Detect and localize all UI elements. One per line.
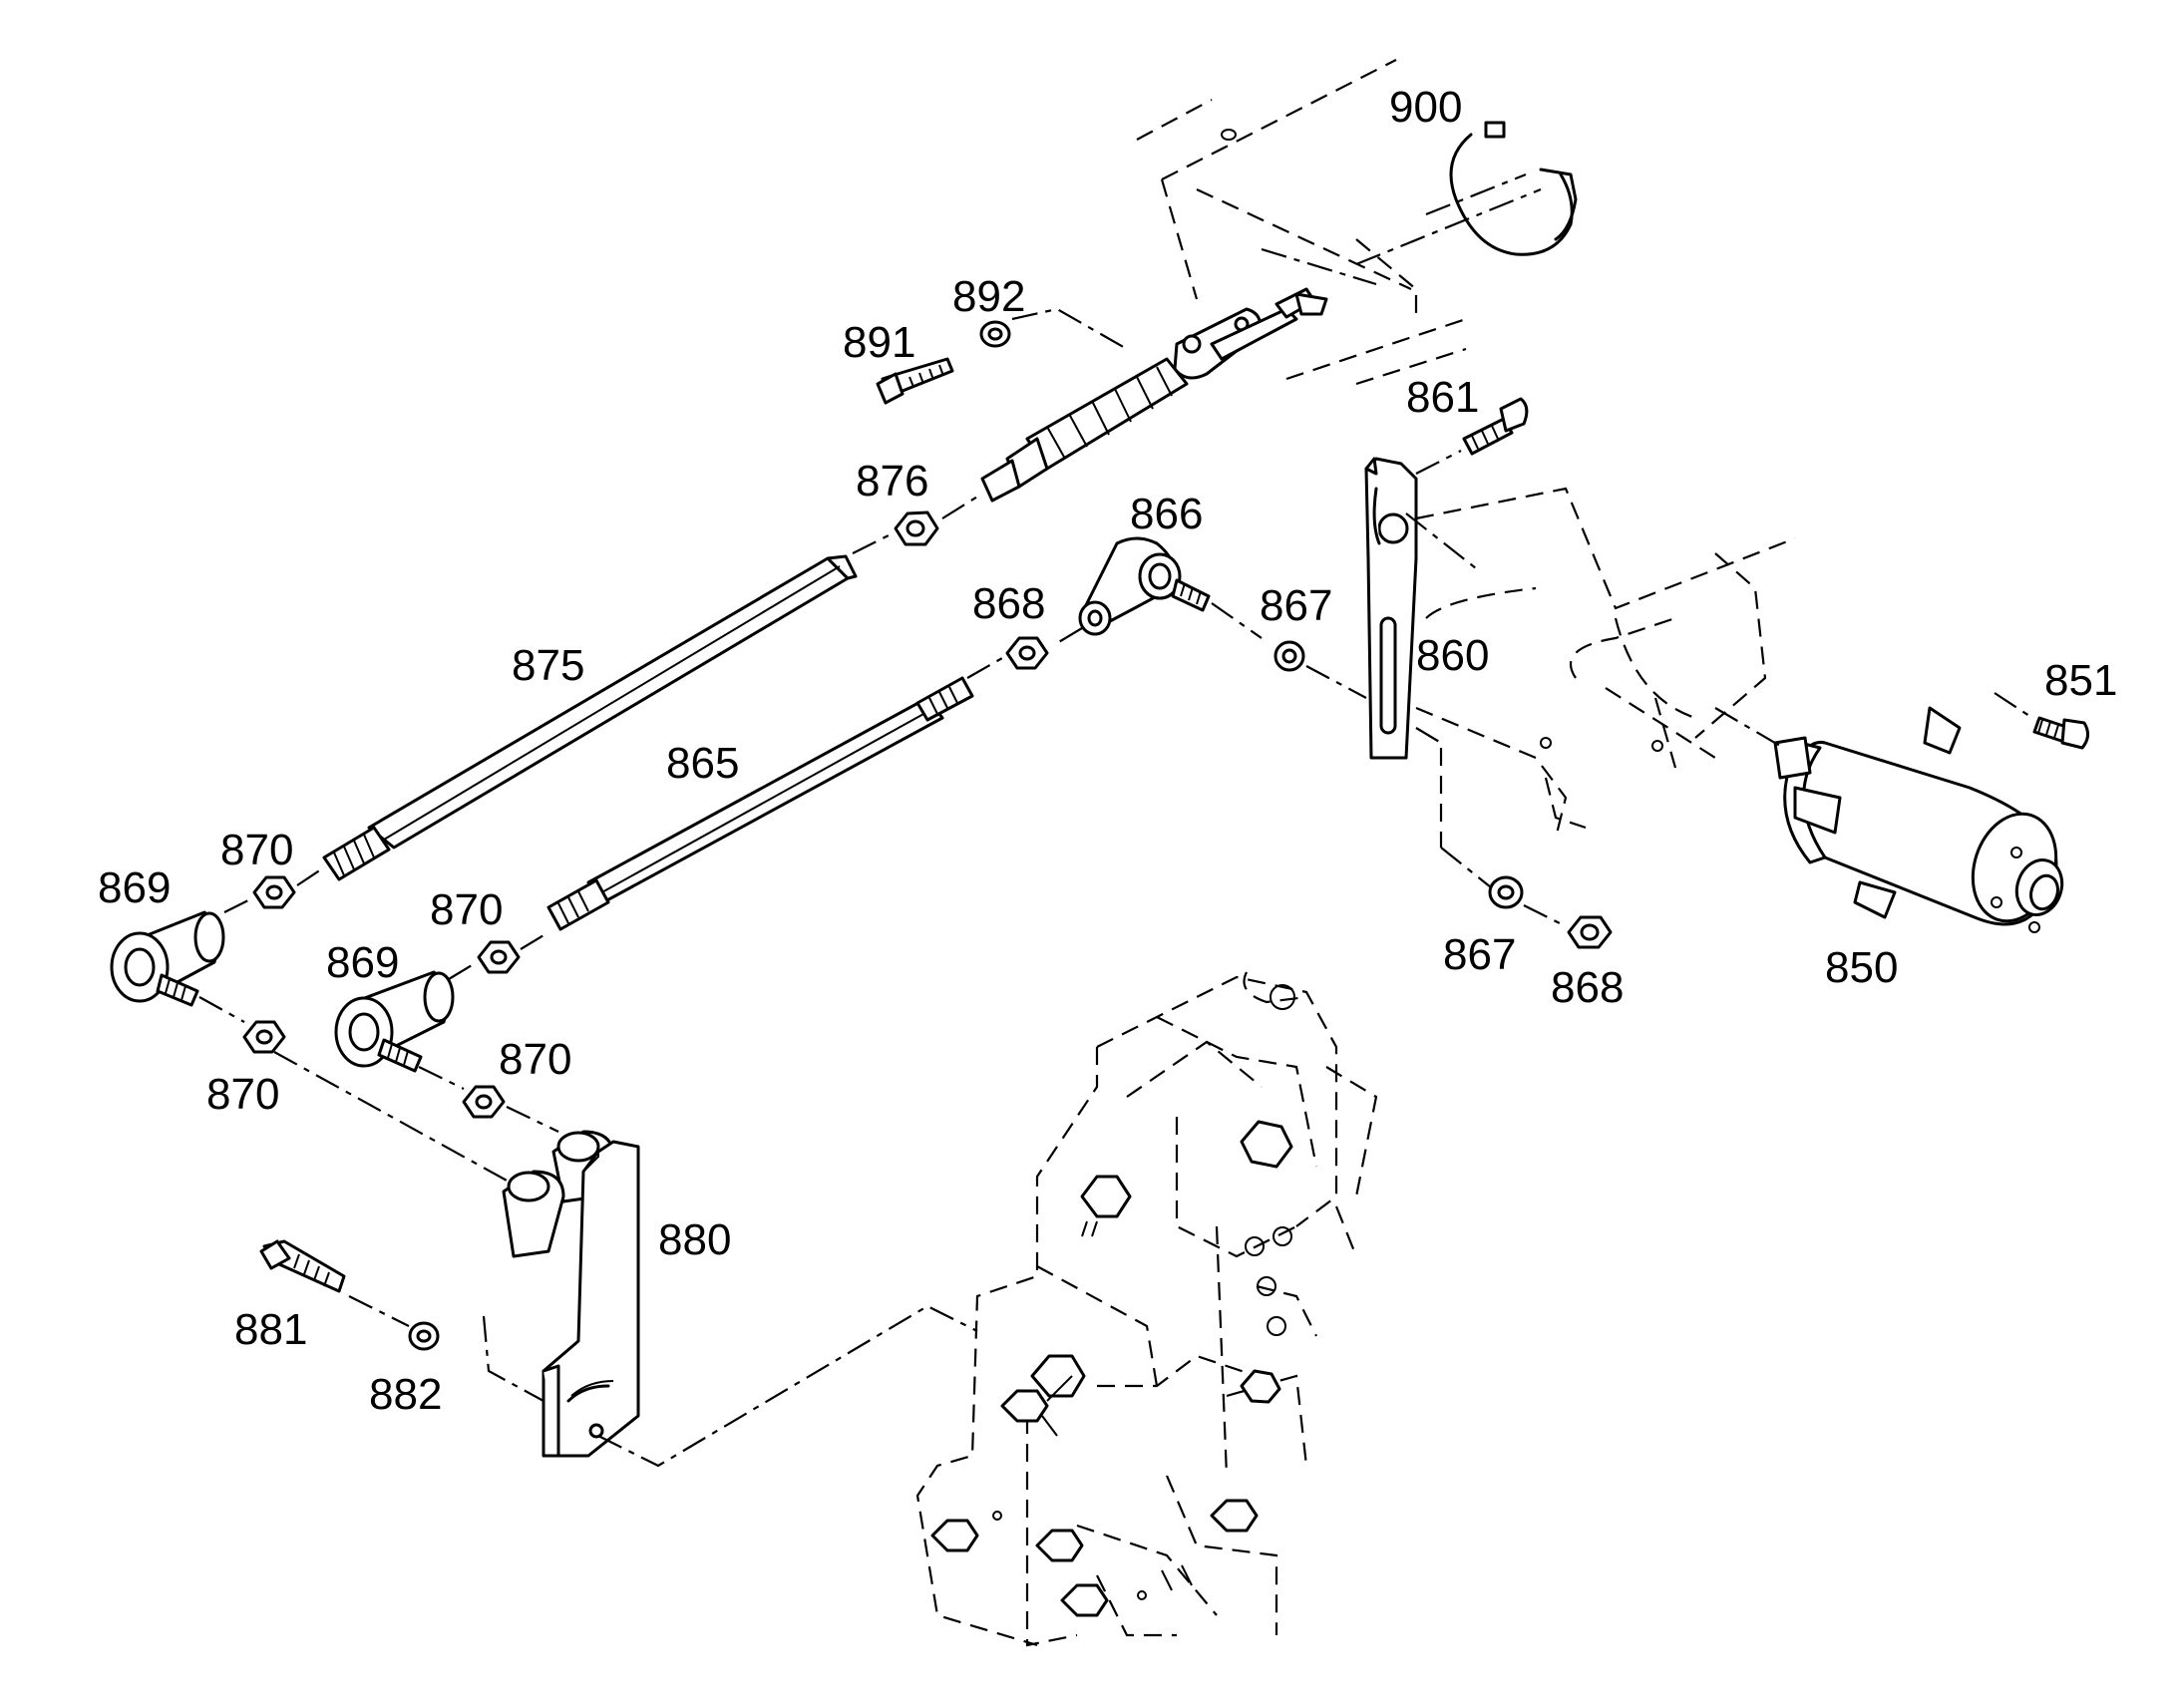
- screw-851: [1994, 692, 2089, 750]
- label-866: 866: [1130, 490, 1203, 538]
- nut-868-lower: [1567, 915, 1613, 949]
- label-875: 875: [512, 641, 584, 690]
- label-867-lower: 867: [1443, 930, 1516, 979]
- washer-867-upper: [1273, 640, 1367, 699]
- washer-867-lower: [1440, 847, 1565, 926]
- bolt-891: [876, 357, 954, 405]
- label-892: 892: [952, 272, 1025, 321]
- label-865: 865: [666, 739, 739, 788]
- label-869-a: 869: [98, 863, 171, 912]
- nut-870-d: [418, 1066, 559, 1133]
- label-867-upper: 867: [1260, 581, 1332, 630]
- screw-861: [1415, 397, 1529, 475]
- label-868-lower: 868: [1551, 963, 1624, 1012]
- label-882: 882: [369, 1370, 442, 1419]
- label-850: 850: [1825, 943, 1898, 992]
- frame-structure: [1136, 59, 1796, 848]
- bolt-881: [259, 1239, 410, 1327]
- label-868-upper: 868: [972, 579, 1045, 628]
- actuator-motor-850: [1714, 706, 2064, 933]
- label-870-c: 870: [206, 1070, 279, 1119]
- bracket-880: [273, 1051, 978, 1468]
- label-870-d: 870: [499, 1035, 571, 1084]
- nut-870-b: [448, 931, 549, 980]
- label-870-a: 870: [220, 826, 293, 874]
- label-851: 851: [2044, 656, 2117, 705]
- washer-892: [979, 307, 1128, 350]
- rod-865: [546, 676, 974, 931]
- label-891: 891: [843, 318, 915, 367]
- label-861: 861: [1406, 373, 1479, 422]
- label-860: 860: [1416, 631, 1489, 680]
- nut-876: [852, 493, 983, 554]
- rod-875: [322, 554, 858, 881]
- nut-868-upper: [966, 636, 1049, 679]
- ball-joint-869-b: [334, 970, 455, 1073]
- cable-tie-900: [1355, 121, 1578, 266]
- washer-882: [408, 1321, 440, 1351]
- label-876: 876: [856, 457, 928, 506]
- ball-joint-869-a: [110, 910, 225, 1007]
- label-869-b: 869: [326, 938, 399, 987]
- label-881: 881: [234, 1305, 307, 1354]
- label-880: 880: [658, 1215, 731, 1264]
- label-900: 900: [1389, 83, 1462, 132]
- ball-joint-866: [1056, 536, 1263, 644]
- injection-pump-housing: [915, 971, 1378, 1647]
- lever-860: [1364, 457, 1477, 760]
- label-870-b: 870: [430, 885, 503, 934]
- throttle-cable-assembly: [980, 287, 1328, 503]
- part-labels: 900 892 891 861 876 866 868 867 860 875 …: [98, 83, 2117, 1419]
- nut-870-c: [198, 996, 286, 1054]
- nut-870-a: [223, 866, 325, 913]
